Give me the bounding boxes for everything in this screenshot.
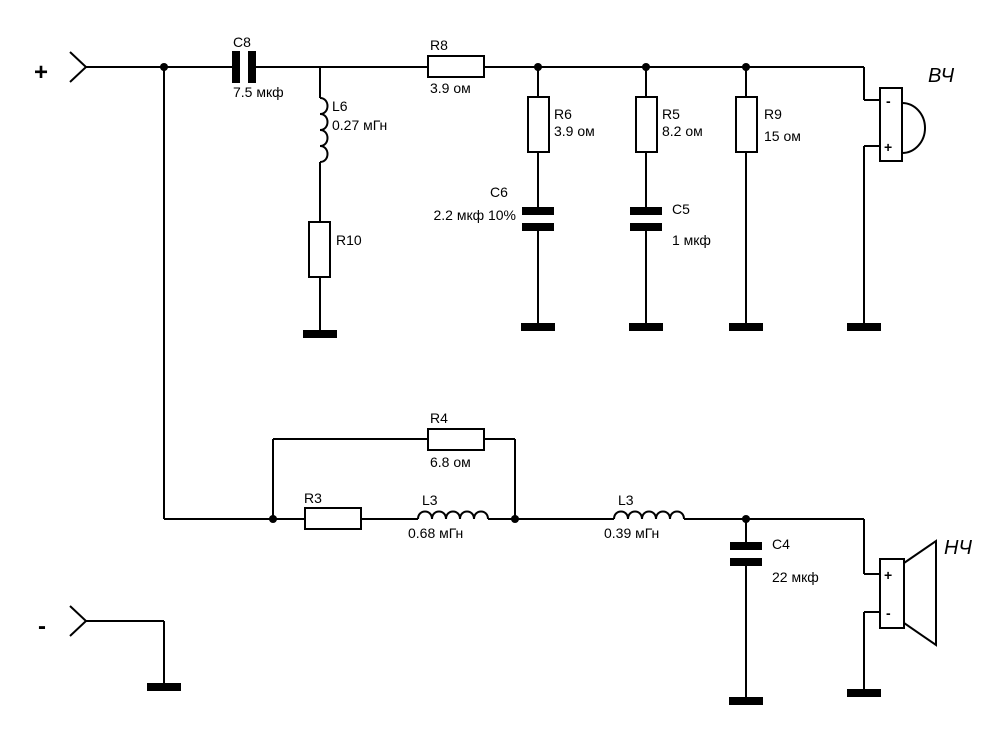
- r6-ref: R6: [554, 106, 572, 122]
- ground-c4: [729, 697, 763, 705]
- inductor-l3-second: [613, 510, 685, 520]
- resistor-r10: [308, 221, 331, 278]
- capacitor-c6-plate-bottom: [522, 223, 554, 231]
- ground-c6: [521, 323, 555, 331]
- r6-value: 3.9 ом: [554, 123, 595, 139]
- ground-tweeter: [847, 323, 881, 331]
- capacitor-c5-plate-top: [630, 207, 662, 215]
- c6-value: 2.2 мкф 10%: [433, 207, 516, 223]
- r4-value: 6.8 ом: [430, 454, 471, 470]
- r5-ref: R5: [662, 106, 680, 122]
- junction-dot: [269, 515, 277, 523]
- ground-r9: [729, 323, 763, 331]
- woofer-pos-mark: +: [884, 567, 892, 583]
- r4-ref: R4: [430, 410, 448, 426]
- resistor-r8: R8 3.9 ом: [427, 37, 485, 96]
- resistor-r6: [527, 96, 550, 153]
- junction-dot: [160, 63, 168, 71]
- l3a-value: 0.68 мГн: [408, 525, 463, 541]
- inductor-l3-first: [417, 510, 489, 520]
- tweeter-dome-icon: [901, 102, 926, 154]
- r3-ref: R3: [304, 490, 322, 506]
- r9-ref: R9: [764, 106, 782, 122]
- c5-ref: C5: [672, 201, 690, 217]
- r6-c6-branch: R6 3.9 ом C6 2.2 мкф 10%: [433, 67, 595, 331]
- top-wires: [86, 66, 865, 520]
- tweeter-body: [879, 87, 903, 162]
- ground-c5: [629, 323, 663, 331]
- capacitor-c6-plate-top: [522, 207, 554, 215]
- r8-ref: R8: [430, 37, 448, 53]
- junction-dot: [642, 63, 650, 71]
- inductor-l6: [319, 97, 329, 163]
- l6-ref: L6: [332, 98, 348, 114]
- resistor-r5: [635, 96, 658, 153]
- r9-value: 15 ом: [764, 128, 801, 144]
- ground-r10: [303, 330, 337, 338]
- c8-ref: C8: [233, 34, 251, 50]
- ground-minus: [147, 683, 181, 691]
- r9-branch: R9 15 ом: [729, 67, 801, 331]
- l6-value: 0.27 мГн: [332, 117, 387, 133]
- c4-ref: C4: [772, 536, 790, 552]
- l3b-ref: L3: [618, 492, 634, 508]
- resistor-r4: [427, 428, 485, 451]
- capacitor-c5-plate-bottom: [630, 223, 662, 231]
- woofer-body: [879, 558, 905, 629]
- lower-series-chain: R3 L3 0.68 мГн L3 0.39 мГн: [304, 490, 864, 541]
- tweeter-label: ВЧ: [928, 65, 955, 87]
- r5-c5-branch: R5 8.2 ом C5 1 мкф: [629, 67, 711, 331]
- resistor-r9: [735, 96, 758, 153]
- capacitor-c8: C8 7.5 мкф: [232, 34, 284, 100]
- resistor-r3: [304, 507, 362, 530]
- junction-dots: [160, 63, 750, 523]
- plus-label: +: [34, 59, 48, 86]
- plus-input-terminal: +: [34, 51, 88, 86]
- ground-woofer: [847, 689, 881, 697]
- c6-ref: C6: [490, 184, 508, 200]
- junction-dot: [511, 515, 519, 523]
- woofer-neg-mark: -: [886, 605, 891, 621]
- c5-value: 1 мкф: [672, 232, 711, 248]
- r5-value: 8.2 ом: [662, 123, 703, 139]
- minus-input-terminal: -: [38, 605, 181, 691]
- minus-label: -: [38, 613, 46, 640]
- woofer-speaker: + - НЧ: [847, 519, 972, 697]
- junction-dot: [534, 63, 542, 71]
- r8-value: 3.9 ом: [430, 80, 471, 96]
- c4-value: 22 мкф: [772, 569, 819, 585]
- junction-dot: [742, 63, 750, 71]
- junction-dot: [742, 515, 750, 523]
- l6-r10-branch: L6 0.27 мГн R10: [303, 67, 387, 338]
- tweeter-neg-mark: -: [886, 93, 891, 109]
- woofer-cone-icon: [903, 539, 937, 647]
- tweeter-pos-mark: +: [884, 139, 892, 155]
- r4-bypass: R4 6.8 ом: [272, 410, 516, 519]
- l3a-ref: L3: [422, 492, 438, 508]
- l3b-value: 0.39 мГн: [604, 525, 659, 541]
- r10-ref: R10: [336, 232, 362, 248]
- c8-value: 7.5 мкф: [233, 84, 284, 100]
- capacitor-c4: C4 22 мкф: [729, 519, 819, 705]
- woofer-label: НЧ: [944, 537, 972, 559]
- tweeter-speaker: - + ВЧ: [847, 65, 955, 331]
